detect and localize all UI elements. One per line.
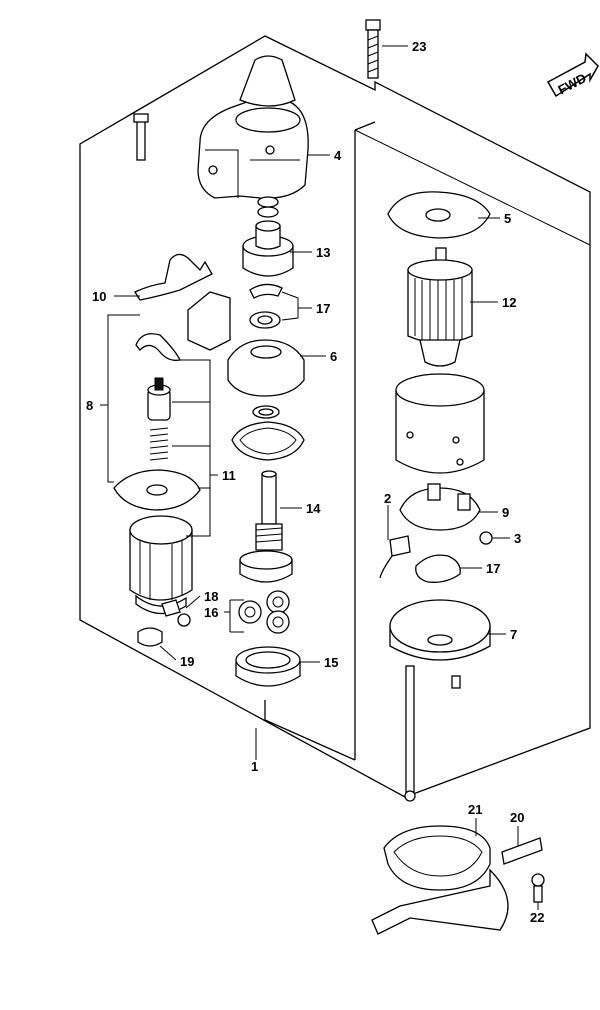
part-19-clip	[137, 627, 163, 647]
part-5-plate	[387, 191, 491, 239]
part-15-ring-gear	[235, 646, 301, 687]
callout-22: 22	[530, 910, 544, 925]
part-14-shaft	[239, 470, 293, 583]
callout-3: 3	[514, 531, 521, 546]
callout-20: 20	[510, 810, 524, 825]
callout-12: 12	[502, 295, 516, 310]
callout-21: 21	[468, 802, 482, 817]
callout-2: 2	[384, 491, 391, 506]
part-16-gears	[238, 590, 290, 634]
callout-19: 19	[180, 654, 194, 669]
callout-15: 15	[324, 655, 338, 670]
callout-18: 18	[204, 589, 218, 604]
callout-16: 16	[204, 605, 218, 620]
part-12-armature	[407, 247, 473, 367]
fwd-label: FWD	[556, 70, 589, 97]
part-21-bracket	[371, 825, 509, 935]
callout-1: 1	[251, 759, 258, 774]
part-7-end-frame	[389, 599, 491, 802]
part-4-housing	[133, 55, 309, 199]
part-10-lever	[134, 253, 213, 301]
part-8-assembly	[113, 291, 231, 615]
callout-17-lower: 17	[486, 561, 500, 576]
callout-9: 9	[502, 505, 509, 520]
leader-lines	[100, 45, 539, 910]
part-17-washers-upper	[249, 283, 283, 329]
fwd-direction-badge: FWD	[546, 52, 599, 97]
callout-8: 8	[86, 398, 93, 413]
part-22-bolt	[531, 873, 545, 903]
callouts: 23 4 5 13 12 10 17 6 8 11 14 2 9 3 17 18…	[86, 39, 544, 925]
part-9-brush-holder	[399, 483, 481, 531]
part-yoke	[395, 373, 485, 474]
part-20-plate	[501, 837, 543, 865]
callout-5: 5	[504, 211, 511, 226]
part-2-lead-wire	[379, 535, 411, 579]
callout-10: 10	[92, 289, 106, 304]
callout-7: 7	[510, 627, 517, 642]
part-6-gear-housing	[227, 339, 305, 419]
callout-11: 11	[222, 468, 236, 483]
part-23-bolt	[365, 19, 381, 79]
callout-4: 4	[334, 148, 342, 163]
callout-13: 13	[316, 245, 330, 260]
callout-23: 23	[412, 39, 426, 54]
part-18-terminal	[161, 599, 191, 627]
assembly-outline	[79, 35, 591, 798]
callout-6: 6	[330, 349, 337, 364]
part-13-pinion	[242, 196, 294, 277]
callout-14: 14	[306, 501, 321, 516]
part-3-nut	[479, 531, 493, 545]
part-17-washer-lower	[415, 554, 461, 583]
callout-17-upper: 17	[316, 301, 330, 316]
part-11-ring	[231, 421, 305, 461]
